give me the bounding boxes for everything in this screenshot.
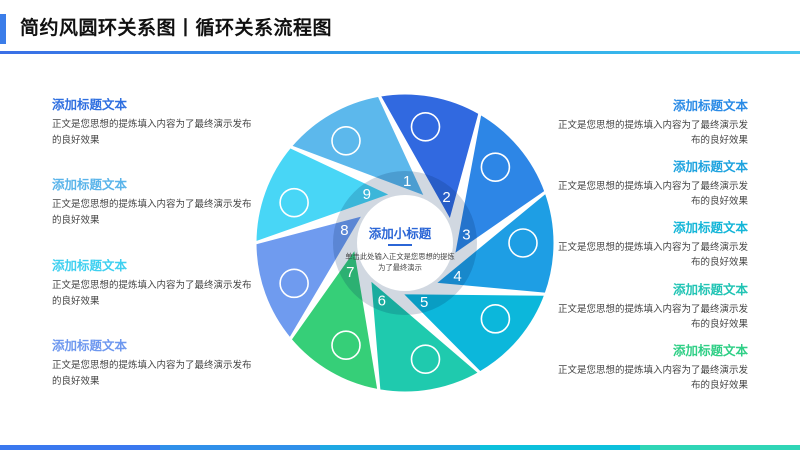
right-item-3: 添加标题文本 正文是您思想的提炼填入内容为了最终演示发布的良好效果 bbox=[558, 220, 748, 270]
left-item-4: 添加标题文本 正文是您思想的提炼填入内容为了最终演示发布的良好效果 bbox=[52, 338, 252, 390]
bottom-bar-seg bbox=[480, 445, 640, 450]
item-title: 添加标题文本 bbox=[672, 98, 748, 113]
cycle-diagram: 1 2 3 4 5 6 7 8 9 bbox=[253, 91, 557, 395]
title-accent-bar bbox=[0, 14, 6, 44]
flask-tube-icon bbox=[279, 268, 309, 299]
item-title: 添加标题文本 bbox=[52, 338, 128, 353]
right-item-1: 添加标题文本 正文是您思想的提炼填入内容为了最终演示发布的良好效果 bbox=[558, 98, 748, 148]
book-icon bbox=[480, 152, 511, 182]
right-item-4: 添加标题文本 正文是您思想的提炼填入内容为了最终演示发布的良好效果 bbox=[558, 282, 748, 332]
item-body: 正文是您思想的提炼填入内容为了最终演示发布的良好效果 bbox=[558, 242, 749, 268]
center-hole bbox=[357, 195, 453, 291]
item-body: 正文是您思想的提炼填入内容为了最终演示发布的良好效果 bbox=[558, 304, 749, 330]
center-title: 添加小标题 bbox=[368, 226, 432, 241]
item-title: 添加标题文本 bbox=[672, 282, 748, 297]
segment-number: 4 bbox=[453, 268, 461, 285]
segment-number: 6 bbox=[378, 292, 386, 309]
segment-number: 1 bbox=[403, 173, 411, 190]
item-title: 添加标题文本 bbox=[52, 258, 128, 273]
item-body: 正文是您思想的提炼填入内容为了最终演示发布的良好效果 bbox=[52, 360, 252, 387]
item-title: 添加标题文本 bbox=[672, 220, 748, 235]
item-body: 正文是您思想的提炼填入内容为了最终演示发布的良好效果 bbox=[558, 365, 749, 391]
bottom-bar-seg bbox=[160, 445, 320, 450]
test-tubes-icon bbox=[480, 304, 511, 334]
left-item-1: 添加标题文本 正文是您思想的提炼填入内容为了最终演示发布的良好效果 bbox=[52, 97, 252, 149]
bomb-icon bbox=[410, 111, 441, 142]
bottom-bar-seg bbox=[640, 445, 800, 450]
segment-number: 9 bbox=[363, 186, 371, 203]
left-item-3: 添加标题文本 正文是您思想的提炼填入内容为了最终演示发布的良好效果 bbox=[52, 258, 252, 310]
title-underline bbox=[0, 51, 800, 54]
item-title: 添加标题文本 bbox=[672, 343, 748, 358]
segment-number: 7 bbox=[346, 264, 354, 281]
item-title: 添加标题文本 bbox=[672, 159, 748, 174]
item-body: 正文是您思想的提炼填入内容为了最终演示发布的良好效果 bbox=[52, 119, 252, 146]
bottom-color-bar bbox=[0, 445, 800, 450]
segment-number: 8 bbox=[340, 222, 348, 239]
item-title: 添加标题文本 bbox=[52, 177, 128, 192]
right-item-5: 添加标题文本 正文是您思想的提炼填入内容为了最终演示发布的良好效果 bbox=[558, 343, 748, 393]
item-title: 添加标题文本 bbox=[52, 97, 128, 112]
gear-flask-icon bbox=[508, 228, 538, 258]
segment-number: 5 bbox=[420, 294, 428, 311]
segment-number: 2 bbox=[442, 189, 450, 206]
left-item-2: 添加标题文本 正文是您思想的提炼填入内容为了最终演示发布的良好效果 bbox=[52, 177, 252, 229]
item-body: 正文是您思想的提炼填入内容为了最终演示发布的良好效果 bbox=[52, 199, 252, 226]
item-body: 正文是您思想的提炼填入内容为了最终演示发布的良好效果 bbox=[558, 181, 749, 207]
right-item-2: 添加标题文本 正文是您思想的提炼填入内容为了最终演示发布的良好效果 bbox=[558, 159, 748, 209]
bottom-bar-seg bbox=[0, 445, 160, 450]
center-text: 单击此处输入正文是您思想的提炼为了最终演示 bbox=[345, 252, 455, 272]
center-divider bbox=[388, 244, 412, 246]
segment-number: 3 bbox=[462, 226, 470, 243]
item-body: 正文是您思想的提炼填入内容为了最终演示发布的良好效果 bbox=[52, 280, 252, 307]
bottom-bar-seg bbox=[320, 445, 480, 450]
page-title: 简约风圆环关系图丨循环关系流程图 bbox=[20, 17, 333, 39]
water-drop-icon bbox=[279, 187, 309, 218]
pill-icon bbox=[331, 330, 361, 360]
item-body: 正文是您思想的提炼填入内容为了最终演示发布的良好效果 bbox=[558, 120, 749, 146]
test-tube-icon bbox=[410, 344, 441, 375]
flask-warning-icon bbox=[331, 126, 361, 156]
